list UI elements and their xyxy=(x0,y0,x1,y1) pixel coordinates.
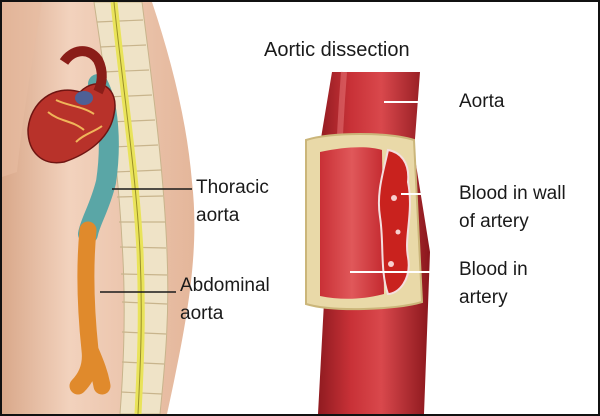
label-thoracic-line2: aorta xyxy=(196,205,240,226)
label-aorta: Aorta xyxy=(459,91,505,112)
true-lumen xyxy=(320,147,384,299)
false-lumen xyxy=(377,148,411,296)
label-wall-line1: Blood in wall xyxy=(459,183,566,204)
label-thoracic-line1: Thoracic xyxy=(196,177,269,198)
label-abdominal-line2: aorta xyxy=(180,303,224,324)
arm-shadow xyxy=(2,2,42,177)
abdominal-aorta xyxy=(69,221,111,395)
label-artery-line2: artery xyxy=(459,287,508,308)
label-artery-line1: Blood in xyxy=(459,259,528,280)
label-wall-line2: of artery xyxy=(459,211,529,232)
diagram-title: Aortic dissection xyxy=(264,39,410,61)
label-abdominal-line1: Abdominal xyxy=(180,275,270,296)
